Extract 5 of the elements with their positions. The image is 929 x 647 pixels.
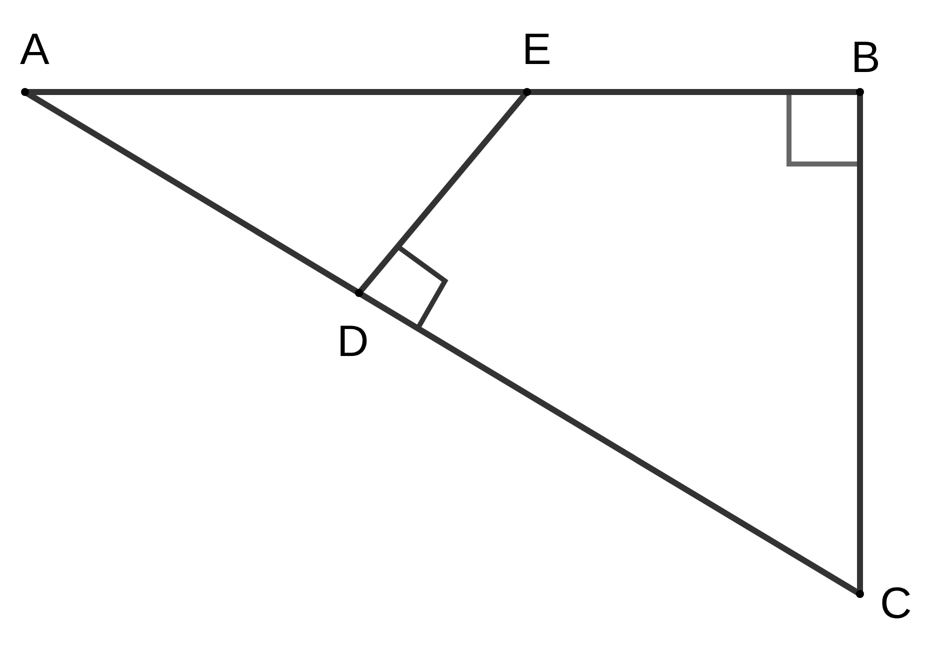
point-label: E (522, 28, 552, 72)
point-label: B (851, 36, 880, 80)
point-label: D (337, 320, 369, 364)
point-label: A (20, 28, 50, 72)
point-label: C (880, 582, 912, 626)
